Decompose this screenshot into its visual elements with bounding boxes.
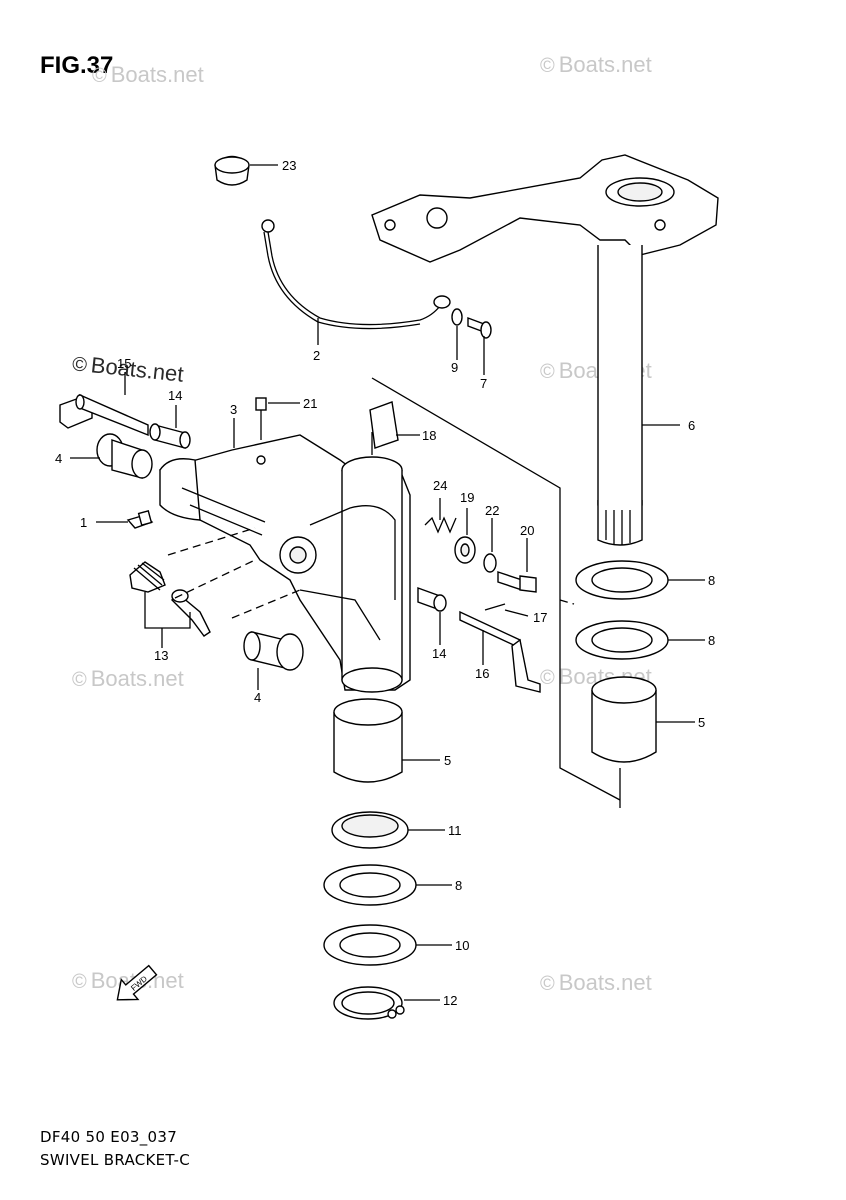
callout-5: 5 <box>444 753 451 768</box>
part-pad-18 <box>369 401 399 449</box>
callout-4: 4 <box>254 690 261 705</box>
callout-4: 4 <box>55 451 62 466</box>
figure-title: FIG.37 <box>40 52 114 79</box>
part-seal-19 <box>454 536 476 564</box>
part-washer-10 <box>323 924 417 966</box>
callout-5: 5 <box>698 715 705 730</box>
callout-15: 15 <box>117 356 131 371</box>
watermark: ©Boats.net <box>92 62 204 87</box>
figure-name: SWIVEL BRACKET-C <box>40 1151 191 1169</box>
callout-21: 21 <box>303 396 317 411</box>
part-washer-8c <box>323 864 417 906</box>
fwd-arrow-icon: FWD <box>116 964 158 1001</box>
callout-19: 19 <box>460 490 474 505</box>
watermark: ©Boats.net <box>540 970 652 995</box>
callout-12: 12 <box>443 993 457 1008</box>
callout-24: 24 <box>433 478 447 493</box>
part-bushing-5b <box>333 698 403 783</box>
part-bushing-4a <box>96 433 153 479</box>
part-spring-24 <box>424 516 457 534</box>
part-bolt-20 <box>497 571 537 593</box>
callout-10: 10 <box>455 938 469 953</box>
callout-14: 14 <box>432 646 446 661</box>
part-bolt-21 <box>255 397 267 440</box>
callout-8: 8 <box>708 573 715 588</box>
part-steering-shaft <box>371 154 719 546</box>
callout-6: 6 <box>688 418 695 433</box>
part-washer-9 <box>451 308 463 326</box>
callout-3: 3 <box>230 402 237 417</box>
part-pin-15 <box>59 393 149 437</box>
callout-9: 9 <box>451 360 458 375</box>
reference-lines <box>167 377 621 808</box>
callout-22: 22 <box>485 503 499 518</box>
callout-2: 2 <box>313 348 320 363</box>
part-washer-22 <box>483 553 497 573</box>
part-bushing-14b <box>417 587 447 612</box>
callout-8: 8 <box>708 633 715 648</box>
part-grease-nipple-1 <box>126 510 154 529</box>
part-spring-13 <box>129 561 211 637</box>
callout-11: 11 <box>448 823 462 838</box>
callout-1: 1 <box>80 515 87 530</box>
part-seal-11 <box>331 811 409 849</box>
callout-14: 14 <box>168 388 182 403</box>
part-pin-17 <box>484 603 506 611</box>
part-bushing-14a <box>149 423 191 449</box>
part-swivel-bracket <box>159 434 411 693</box>
leader-lines <box>70 164 705 1001</box>
watermark: ©Boats.net <box>72 666 184 691</box>
part-washer-8a <box>575 560 669 600</box>
part-bolt-7 <box>467 316 492 339</box>
figure-code: DF40 50 E03_037 <box>40 1128 178 1146</box>
callout-13: 13 <box>154 648 168 663</box>
part-bushing-4b <box>243 631 304 671</box>
part-washer-8b <box>575 620 669 660</box>
callout-20: 20 <box>520 523 534 538</box>
callout-8: 8 <box>455 878 462 893</box>
callout-18: 18 <box>422 428 436 443</box>
watermark: ©Boats.net <box>540 52 652 77</box>
callout-7: 7 <box>480 376 487 391</box>
part-bushing-5a <box>591 676 657 763</box>
callout-17: 17 <box>533 610 547 625</box>
part-pin-16 <box>459 610 541 693</box>
part-plug <box>214 155 250 186</box>
callout-16: 16 <box>475 666 489 681</box>
part-circlip-12 <box>333 986 405 1020</box>
callout-labels: 23 2 9 7 6 8 8 5 5 11 8 10 12 18 21 3 14… <box>55 158 715 1008</box>
callout-23: 23 <box>282 158 296 173</box>
